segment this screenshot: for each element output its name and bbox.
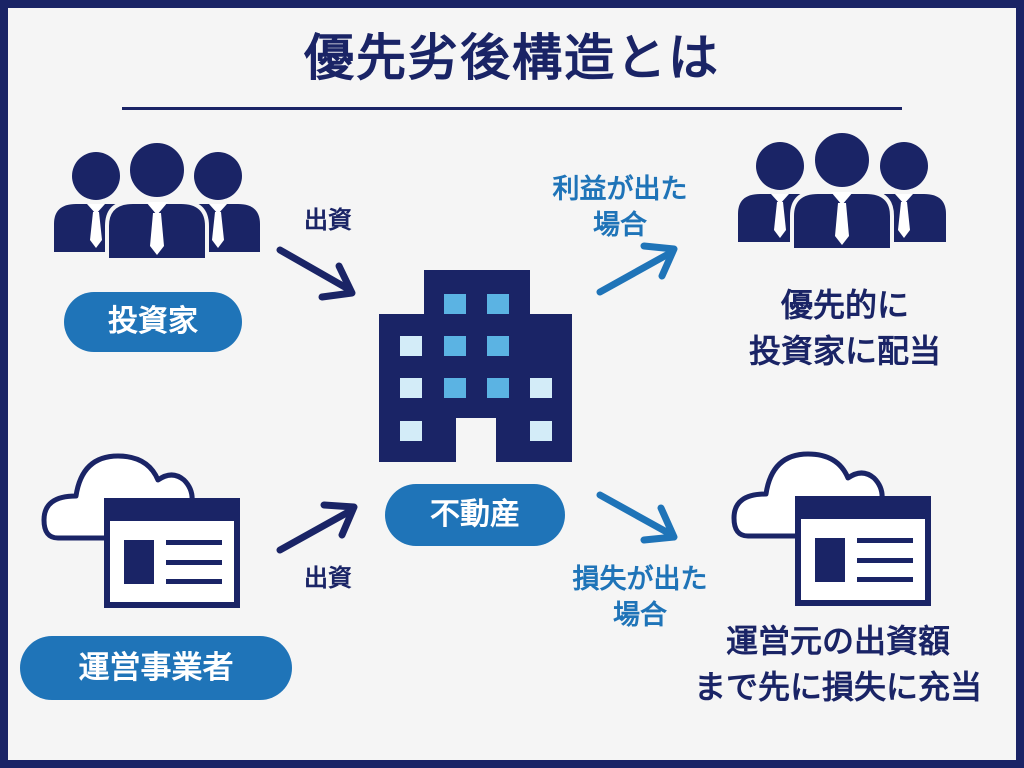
title-divider (122, 107, 902, 110)
investor-group-icon (738, 129, 946, 252)
cloud-document-icon (41, 453, 240, 608)
loss-result: 運営元の出資額 まで先に損失に充当 (693, 622, 982, 706)
loss-condition: 損失が出た 場合 (572, 564, 708, 631)
investor-group-icon (54, 139, 260, 262)
investors-flow-label: 出資 (304, 206, 352, 234)
arrow-profit (596, 242, 678, 296)
arrow-investors-to-property (276, 246, 356, 301)
investors-label: 投資家 (64, 292, 242, 352)
operator-flow-label: 出資 (304, 564, 352, 592)
arrow-operator-to-property (276, 501, 358, 554)
operator-label: 運営事業者 (20, 636, 292, 700)
cloud-document-icon (731, 451, 931, 606)
building-icon (379, 270, 572, 464)
page-title: 優先劣後構造とは (304, 29, 720, 87)
profit-condition: 利益が出た 場合 (552, 174, 688, 241)
arrow-loss (596, 491, 678, 544)
profit-result: 優先的に 投資家に配当 (748, 286, 941, 370)
property-label: 不動産 (385, 484, 565, 546)
